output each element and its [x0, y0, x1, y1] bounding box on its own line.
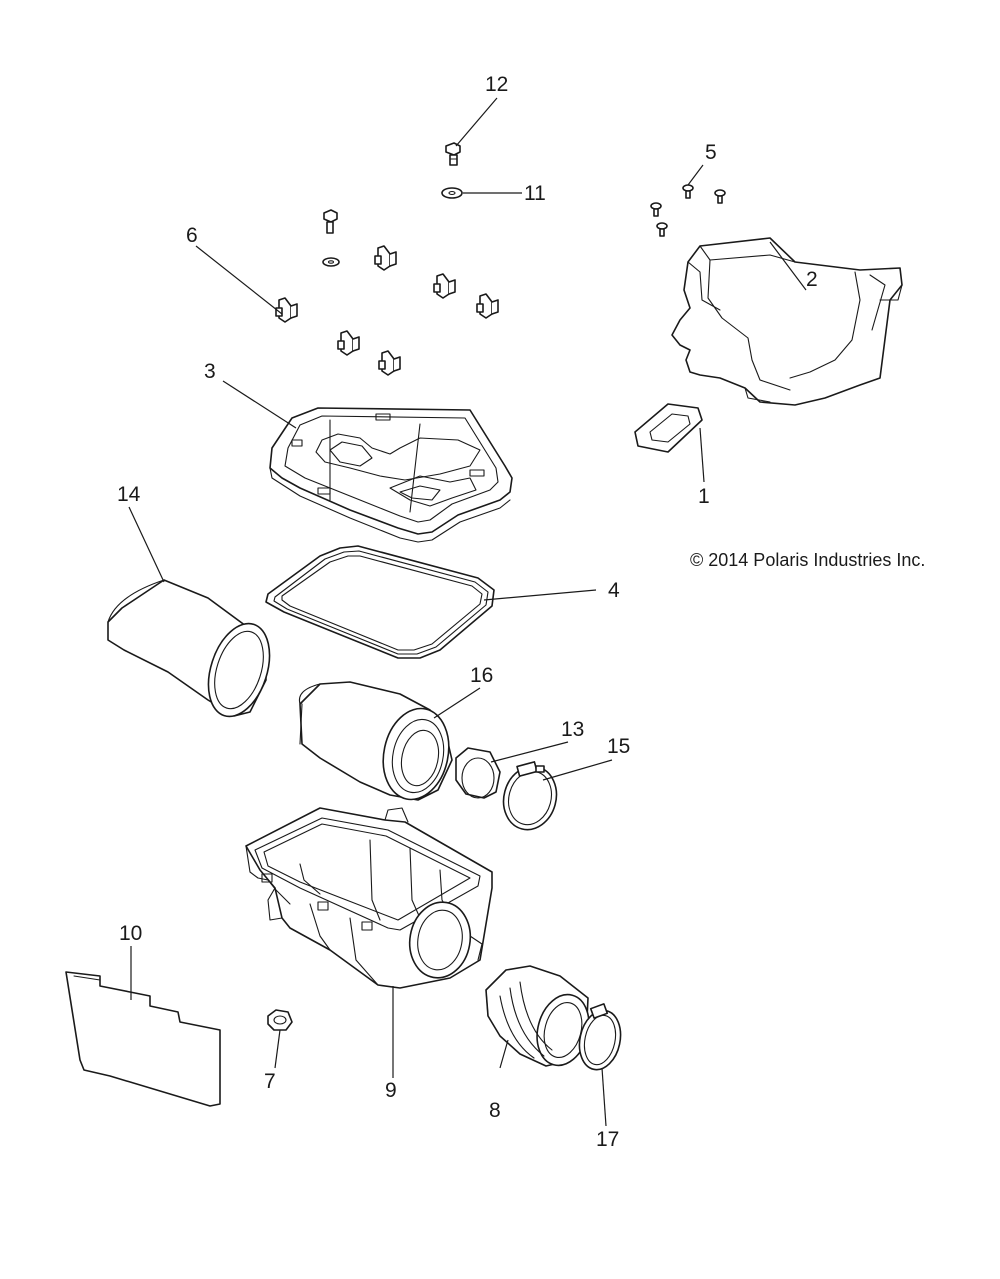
- callout-4: 4: [608, 579, 620, 602]
- part-15-clamp: [502, 761, 558, 831]
- callout-2: 2: [806, 268, 818, 291]
- part-1-gasket: [634, 403, 703, 453]
- part-16-filter: [298, 681, 453, 801]
- callout-9: 9: [385, 1079, 397, 1102]
- callout-16: 16: [470, 664, 493, 687]
- copyright-notice: © 2014 Polaris Industries Inc.: [690, 550, 925, 570]
- part-10-panel: [65, 971, 221, 1107]
- part-8-intake-boot: [485, 965, 590, 1067]
- part-6-clips: [275, 245, 499, 376]
- part-17-clamp: [578, 1003, 622, 1071]
- callout-11: 11: [524, 182, 546, 205]
- callout-10: 10: [119, 922, 142, 945]
- part-9-airbox-base: [245, 807, 493, 989]
- callout-8: 8: [489, 1099, 501, 1122]
- bolt-secondary: [322, 209, 340, 267]
- callout-6: 6: [186, 224, 198, 247]
- callout-13: 13: [561, 718, 584, 741]
- callout-3: 3: [204, 360, 216, 383]
- part-2-intake-duct: [671, 237, 903, 406]
- part-11-washer: [441, 187, 463, 199]
- part-7-nut: [267, 1009, 293, 1031]
- part-13-coupler: [455, 747, 501, 799]
- part-4-seal: [265, 545, 495, 659]
- callout-1: 1: [698, 485, 710, 508]
- callout-7: 7: [264, 1070, 276, 1093]
- callout-12: 12: [485, 73, 508, 96]
- part-3-airbox-cover: [269, 407, 513, 543]
- part-5-screws: [650, 184, 726, 237]
- part-12-bolt: [445, 142, 461, 166]
- callout-5: 5: [705, 141, 717, 164]
- leader-lines: [128, 97, 807, 1127]
- callout-15: 15: [607, 735, 630, 758]
- callout-17: 17: [596, 1128, 619, 1151]
- part-14-prefilter: [107, 579, 271, 718]
- callout-14: 14: [117, 483, 141, 506]
